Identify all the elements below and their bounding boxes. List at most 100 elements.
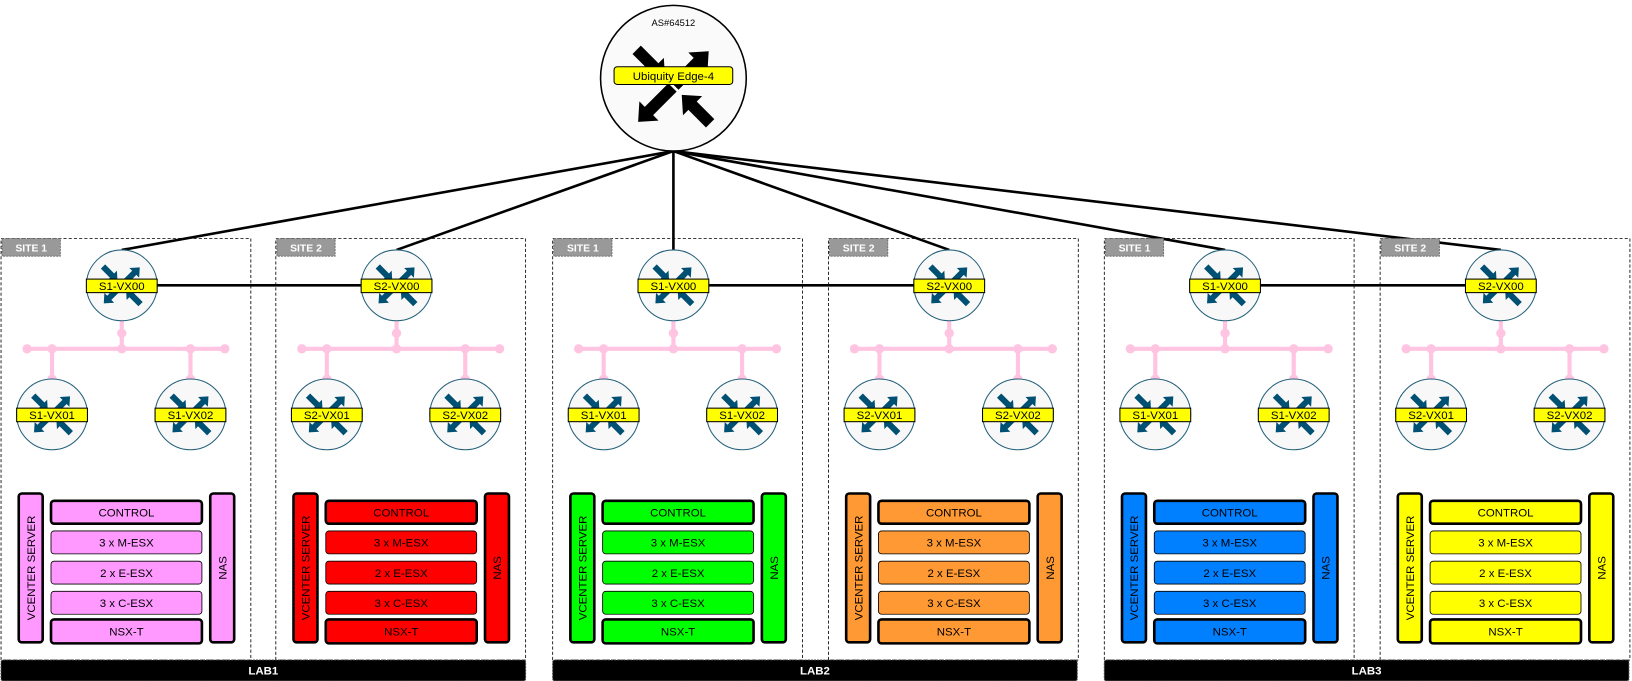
nas-label: NAS	[1045, 556, 1057, 580]
bus-node	[1599, 344, 1609, 354]
arrow-shape	[607, 418, 625, 436]
router-label-box	[982, 407, 1054, 423]
vcenter-server	[292, 492, 319, 644]
router-label-box	[85, 278, 158, 294]
arrow-shape	[1298, 418, 1315, 436]
e-esx-box	[325, 560, 478, 585]
arrow-shape	[858, 393, 876, 411]
router-label: S2-VX00	[374, 281, 420, 293]
router-label-box	[1395, 407, 1468, 423]
c-esx-label: 3 x C-ESX	[375, 598, 429, 610]
arrow-shape	[444, 393, 461, 411]
bus-node	[220, 344, 230, 354]
router-vx00: S1-VX00	[637, 249, 710, 322]
uplink-line	[673, 149, 1502, 252]
router-label: S1-VX00	[651, 281, 697, 293]
c-esx-label: 3 x C-ESX	[100, 598, 154, 610]
nsx-box	[1428, 618, 1583, 645]
arrow-shape	[1204, 264, 1221, 282]
router-vx01: S1-VX01	[1119, 378, 1192, 451]
c-esx-label: 3 x C-ESX	[927, 598, 981, 610]
e-esx-box	[878, 560, 1030, 585]
arrow-shape	[1022, 418, 1039, 436]
router-label: S1-VX00	[1202, 281, 1248, 293]
bus-node	[1496, 328, 1506, 338]
arrow-shape	[953, 289, 971, 307]
lab-label: LAB2	[800, 666, 830, 678]
bus-node	[668, 344, 679, 354]
nsx-box	[1152, 618, 1307, 645]
site-tag	[1104, 238, 1165, 257]
arrow-shape	[1410, 393, 1427, 411]
site-label: SITE 1	[1119, 244, 1151, 255]
site-label: SITE 1	[567, 244, 599, 255]
bus-node	[1220, 328, 1230, 338]
e-esx-label: 2 x E-ESX	[652, 568, 705, 580]
site-tag	[1, 238, 61, 257]
vcenter-label: VCENTER SERVER	[1405, 516, 1417, 621]
lab-label: LAB1	[248, 666, 279, 678]
c-esx-box	[1429, 590, 1582, 615]
e-esx-box	[1429, 560, 1582, 585]
arrow-shape	[1134, 393, 1152, 411]
control-label: CONTROL	[1478, 507, 1534, 519]
bus-node	[1013, 344, 1023, 354]
nsx-box	[877, 618, 1031, 645]
router-label-box	[360, 278, 433, 294]
router-label: S1-VX01	[581, 410, 627, 422]
site-label: SITE 1	[15, 244, 47, 255]
e-esx-label: 2 x E-ESX	[100, 568, 153, 580]
bus-node	[1323, 344, 1333, 354]
site-tag	[276, 238, 336, 257]
vcenter-label: VCENTER SERVER	[26, 516, 38, 621]
router-vx02: S1-VX02	[706, 378, 779, 451]
router-vx01: S2-VX01	[290, 378, 363, 451]
router-label: S2-VX02	[442, 410, 488, 422]
nas-label: NAS	[1321, 556, 1333, 580]
lab-label: LAB3	[1352, 666, 1382, 678]
m-esx-label: 3 x M-ESX	[99, 538, 154, 550]
nas-label: NAS	[769, 556, 781, 580]
arrow-shape	[56, 418, 73, 436]
bus-node	[460, 344, 470, 354]
e-esx-box	[602, 560, 754, 585]
bus-node	[391, 344, 402, 354]
router-label: S1-VX02	[168, 410, 214, 422]
router-vx02: S1-VX02	[1257, 378, 1330, 451]
bus-node	[668, 328, 679, 338]
router-label: S1-VX00	[99, 281, 145, 293]
arrow-shape	[169, 393, 187, 411]
bus-node	[117, 328, 127, 338]
control-label: CONTROL	[1202, 507, 1258, 519]
bus-node	[1125, 344, 1136, 354]
router-label: S1-VX01	[1132, 410, 1178, 422]
e-esx-label: 2 x E-ESX	[928, 568, 981, 580]
router-vx02: S1-VX02	[154, 378, 227, 451]
router-vx00: S2-VX00	[1464, 249, 1537, 322]
bus-node	[494, 344, 505, 354]
site-tag	[1380, 238, 1440, 257]
vcenter-server	[569, 492, 596, 644]
router-label-box	[16, 407, 88, 423]
arrow-shape	[1479, 264, 1497, 282]
router-label-box	[154, 407, 227, 423]
control-label: CONTROL	[373, 507, 429, 519]
bus-node	[297, 344, 307, 354]
core-router: Ubiquity Edge-4	[599, 4, 748, 152]
bus-node	[1150, 344, 1160, 354]
bus-node	[574, 344, 584, 354]
e-esx-label: 2 x E-ESX	[1479, 568, 1532, 580]
arrow-shape	[883, 418, 901, 436]
vcenter-label: VCENTER SERVER	[301, 516, 313, 621]
m-esx-box	[325, 530, 478, 555]
arrow-shape	[677, 289, 695, 307]
control-label: CONTROL	[98, 507, 154, 519]
bus-node	[22, 344, 32, 354]
nsx-box	[324, 618, 478, 645]
bus-node	[322, 344, 332, 354]
arrow-shape	[126, 289, 143, 307]
